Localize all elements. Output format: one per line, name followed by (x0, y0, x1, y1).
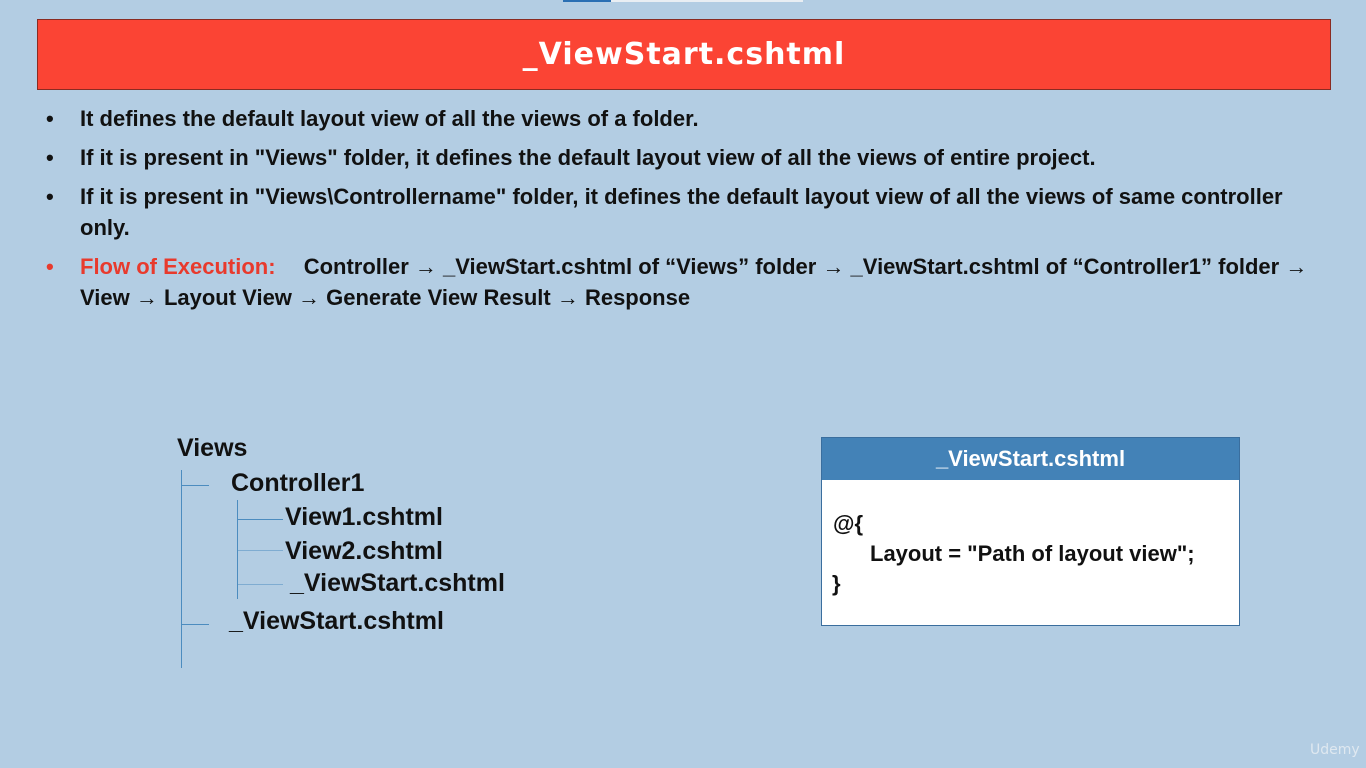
tree-branch-line (237, 519, 283, 520)
bullet-dot-icon: • (46, 184, 54, 209)
code-box: _ViewStart.cshtml @{ Layout = "Path of l… (821, 437, 1240, 626)
flow-label: Flow of Execution: (80, 254, 276, 279)
tree-view1: View1.cshtml (285, 503, 443, 531)
bullet-dot-icon: • (46, 106, 54, 131)
tree-root-views: Views (177, 434, 248, 462)
top-progress-indicator (563, 0, 611, 2)
bullet-text: If it is present in "Views" folder, it d… (80, 145, 1096, 170)
bullet-item: • If it is present in "Views" folder, it… (44, 142, 1324, 173)
tree-branch-line (237, 584, 283, 585)
bullet-text: It defines the default layout view of al… (80, 106, 699, 131)
bullet-dot-icon: • (46, 145, 54, 170)
tree-root-vertical-line (181, 470, 182, 668)
tree-branch-line (237, 550, 283, 551)
bullet-item: • It defines the default layout view of … (44, 103, 1324, 134)
code-line-close: } (832, 571, 841, 596)
flow-bullet: • Flow of Execution: Controller → _ViewS… (44, 251, 1324, 313)
code-line-layout: Layout = "Path of layout view"; (870, 541, 1195, 566)
bullet-text: If it is present in "Views\Controllernam… (80, 184, 1283, 240)
bullet-list: • It defines the default layout view of … (44, 103, 1324, 321)
code-box-title: _ViewStart.cshtml (822, 438, 1239, 480)
top-progress-track (611, 0, 803, 2)
tree-controller-viewstart: _ViewStart.cshtml (290, 569, 505, 597)
title-banner: _ViewStart.cshtml (37, 19, 1331, 90)
udemy-watermark: Udemy (1310, 742, 1360, 758)
slide-title: _ViewStart.cshtml (522, 37, 846, 72)
bullet-item: • If it is present in "Views\Controllern… (44, 181, 1324, 243)
tree-branch-line (181, 485, 209, 486)
flow-text: Controller → _ViewStart.cshtml of “Views… (80, 254, 1308, 310)
tree-controller-vertical-line (237, 500, 238, 599)
tree-root-viewstart: _ViewStart.cshtml (229, 607, 444, 635)
code-line-open: @{ (833, 511, 864, 536)
bullet-dot-icon: • (46, 254, 54, 279)
tree-controller1: Controller1 (231, 469, 365, 497)
tree-branch-line (181, 624, 209, 625)
tree-view2: View2.cshtml (285, 537, 443, 565)
